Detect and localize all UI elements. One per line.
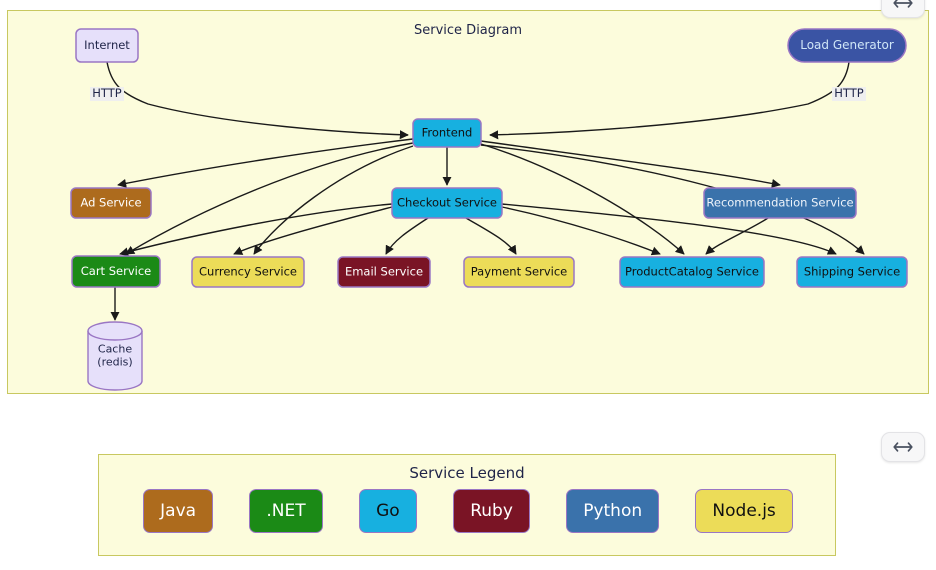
node-cache[interactable]: Cache(redis) [87, 321, 143, 391]
legend-chip-python[interactable]: Python [566, 489, 660, 533]
node-shape [412, 118, 482, 148]
edge-label-background [90, 87, 124, 101]
edge-label: HTTP [834, 86, 863, 100]
node-shape [70, 187, 152, 219]
node-shape [71, 255, 161, 288]
legend-chip-label: Go [376, 501, 400, 521]
edge-checkout-to-payment [465, 217, 517, 255]
legend-chip-go[interactable]: Go [358, 489, 417, 533]
cylinder-top [87, 321, 143, 341]
edge-frontend-to-cart [125, 142, 414, 255]
node-label: Internet [84, 38, 130, 52]
node-adservice[interactable]: Ad Service [70, 187, 152, 219]
edge-label-background [832, 87, 866, 101]
legend-chip-java[interactable]: Java [143, 489, 214, 533]
node-shape [703, 187, 857, 219]
legend-chip-label: Ruby [470, 501, 513, 521]
horizontal-resize-icon[interactable] [881, 432, 925, 462]
edge-frontend-to-currency [253, 145, 414, 255]
edge-internet-to-frontend [106, 61, 409, 140]
node-shape [391, 187, 503, 219]
edge-checkout-to-cart [119, 203, 393, 257]
diagram-title: Service Diagram [414, 23, 522, 38]
node-payment[interactable]: Payment Service [463, 256, 575, 288]
node-shape [796, 256, 908, 288]
edge-labels-layer: HTTP HTTP [90, 86, 866, 101]
node-label: Shipping Service [804, 265, 900, 279]
horizontal-resize-icon[interactable] [881, 0, 925, 18]
legend-chip-node-js[interactable]: Node.js [695, 489, 793, 533]
node-email[interactable]: Email Service [337, 256, 431, 288]
node-shape [337, 256, 431, 288]
node-loadgen[interactable]: Load Generator [787, 28, 907, 63]
node-shape [463, 256, 575, 288]
node-shape [191, 256, 305, 288]
edge-checkout-to-email [385, 217, 429, 255]
legend-chip-label: Python [583, 501, 643, 521]
service-legend-panel: Service Legend Java .NET Go Ruby Python Node.… [98, 454, 836, 556]
edge-frontend-to-productcatalog [480, 143, 685, 255]
legend-chip-ruby[interactable]: Ruby [453, 489, 530, 533]
edge-recommend-to-productcatalog [705, 217, 769, 255]
node-label: Email Service [345, 265, 423, 279]
edge-checkout-to-productcatalog [501, 206, 661, 256]
node-cart[interactable]: Cart Service [71, 255, 161, 288]
edge-label: HTTP [92, 86, 121, 100]
node-label: Cache [98, 343, 132, 356]
node-label: (redis) [97, 356, 132, 369]
legend-chip-label: Node.js [712, 501, 776, 521]
node-label: Payment Service [471, 265, 568, 279]
node-shape [75, 28, 139, 63]
edge-frontend-to-adservice [117, 138, 414, 188]
node-checkout[interactable]: Checkout Service [391, 187, 503, 219]
node-label: Load Generator [800, 38, 894, 52]
node-label: Checkout Service [397, 196, 497, 210]
node-productcatalog[interactable]: ProductCatalog Service [619, 256, 765, 288]
edge-frontend-to-shipping [480, 144, 865, 255]
legend-chip-label: Java [160, 501, 197, 521]
node-shape [619, 256, 765, 288]
node-shape [787, 28, 907, 63]
node-label: Cart Service [81, 264, 151, 278]
node-label: Frontend [422, 126, 473, 140]
edge-loadgen-to-frontend [489, 61, 850, 140]
node-shipping[interactable]: Shipping Service [796, 256, 908, 288]
node-internet[interactable]: Internet [75, 28, 139, 63]
node-label: Ad Service [80, 196, 141, 210]
edge-checkout-to-shipping [501, 203, 837, 255]
legend-title: Service Legend [409, 464, 525, 482]
edge-checkout-to-currency [233, 206, 393, 255]
legend-chip-label: .NET [266, 501, 306, 521]
node-frontend[interactable]: Frontend [412, 118, 482, 148]
edges-layer [106, 61, 865, 321]
legend-chip-list: Java .NET Go Ruby Python Node.js [99, 489, 837, 533]
node-label: ProductCatalog Service [625, 265, 759, 279]
node-label: Currency Service [199, 265, 297, 279]
node-currency[interactable]: Currency Service [191, 256, 305, 288]
cylinder-body [87, 331, 143, 391]
node-label: Recommendation Service [706, 196, 853, 210]
edge-frontend-to-recommend [480, 140, 781, 188]
node-recommend[interactable]: Recommendation Service [703, 187, 857, 219]
legend-chip--net[interactable]: .NET [249, 489, 323, 533]
